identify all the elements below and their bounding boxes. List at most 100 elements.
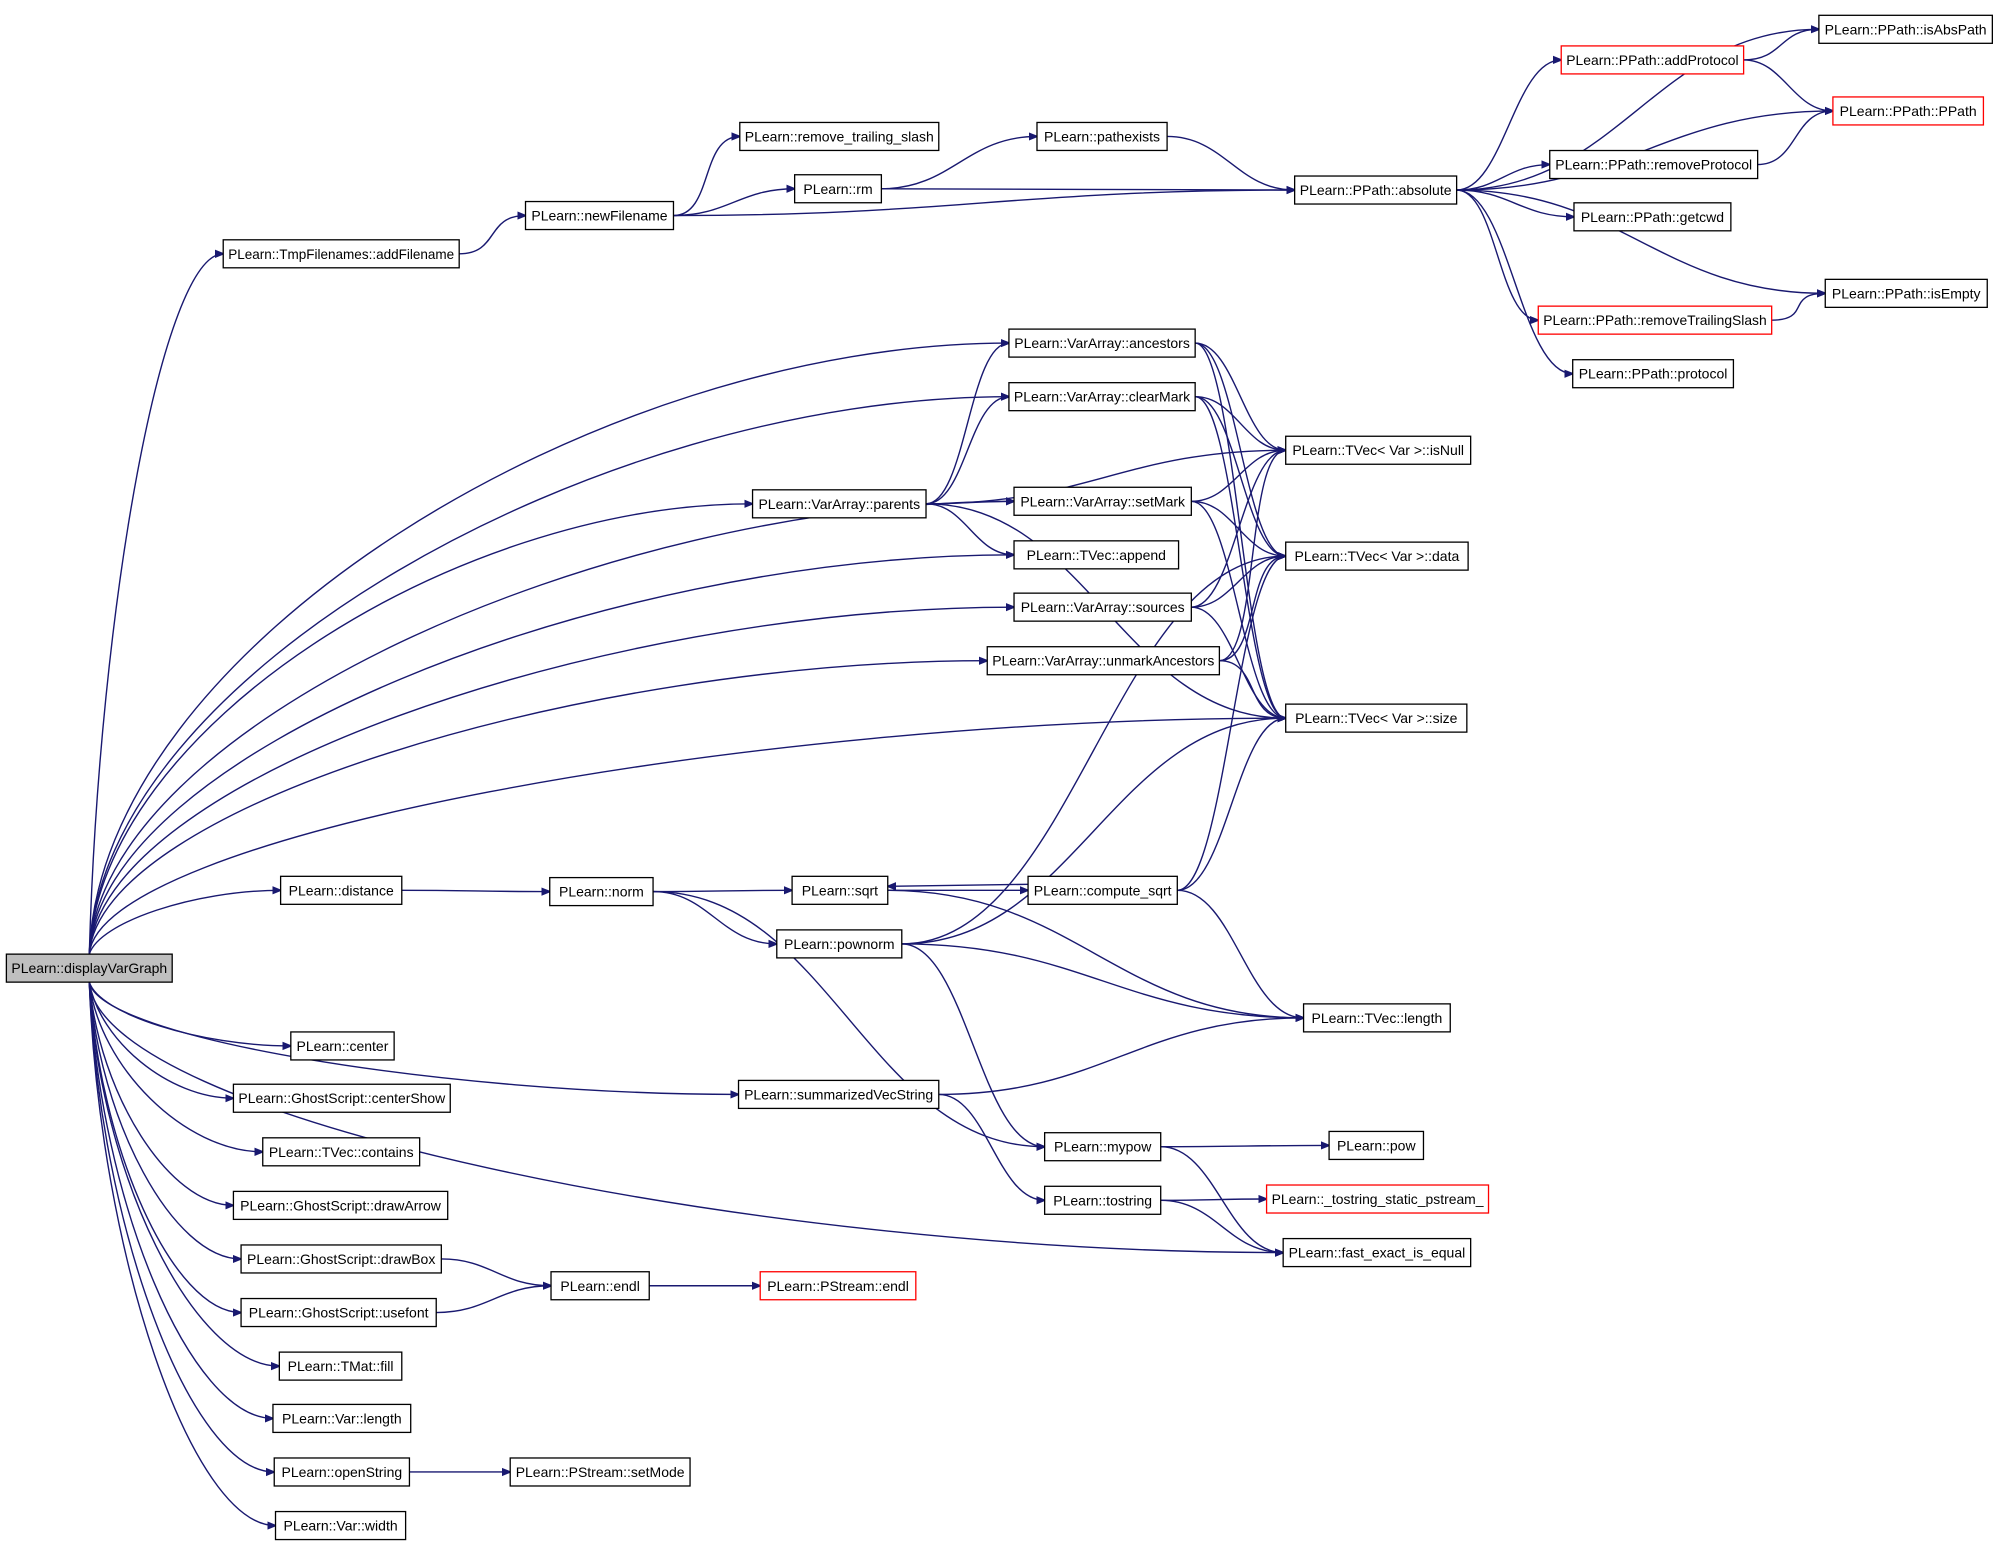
node-openString[interactable]: PLearn::openString (273, 1457, 411, 1487)
edge-clearMark-to-size (1195, 395, 1286, 718)
node-label: PLearn::_tostring_static_pstream_ (1272, 1191, 1484, 1207)
edge-displayVarGraph-to-drawBox (88, 982, 241, 1259)
node-pownorm[interactable]: PLearn::pownorm (776, 929, 903, 959)
node-clearMark[interactable]: PLearn::VarArray::clearMark (1008, 382, 1196, 412)
node-isNull[interactable]: PLearn::TVec< Var >::isNull (1285, 435, 1472, 465)
node-newFilename[interactable]: PLearn::newFilename (524, 200, 675, 231)
edge-absolute-to-isAbsPath (1456, 29, 1819, 191)
node-box (272, 1403, 412, 1434)
node-size[interactable]: PLearn::TVec< Var >::size (1285, 703, 1468, 733)
node-fill[interactable]: PLearn::TMat::fill (278, 1351, 403, 1381)
node-box (222, 239, 460, 269)
node-center[interactable]: PLearn::center (290, 1031, 395, 1061)
node-box (1265, 1184, 1490, 1214)
node-label: PLearn::fast_exact_is_equal (1289, 1245, 1466, 1261)
edge-displayVarGraph-to-parents (88, 504, 752, 955)
node-pow[interactable]: PLearn::pow (1328, 1130, 1425, 1161)
node-label: PLearn::TVec< Var >::size (1295, 710, 1458, 726)
node-tostring[interactable]: PLearn::tostring (1043, 1185, 1162, 1215)
node-removeProtocol[interactable]: PLearn::PPath::removeProtocol (1549, 149, 1759, 180)
node-unmarkAncestors[interactable]: PLearn::VarArray::unmarkAncestors (986, 646, 1221, 676)
edge-absolute-to-protocol (1456, 189, 1573, 374)
node-removeTrailingSlash[interactable]: PLearn::PPath::removeTrailingSlash (1537, 305, 1773, 335)
node-remove_trailing_slash[interactable]: PLearn::remove_trailing_slash (739, 121, 940, 152)
edge-displayVarGraph-to-fast_exact_is_equal (88, 982, 1283, 1252)
node-contains[interactable]: PLearn::TVec::contains (262, 1137, 421, 1167)
node-displayVarGraph[interactable]: PLearn::displayVarGraph (5, 953, 173, 983)
node-box (1285, 541, 1469, 571)
node-setMark[interactable]: PLearn::VarArray::setMark (1013, 486, 1192, 516)
node-setMode[interactable]: PLearn::PStream::setMode (509, 1457, 691, 1487)
node-parents[interactable]: PLearn::VarArray::parents (751, 489, 927, 519)
node-box (262, 1137, 421, 1167)
node-tvec_length[interactable]: PLearn::TVec::length (1302, 1003, 1451, 1033)
edge-compute_sqrt-to-size (1177, 718, 1285, 892)
node-centerShow[interactable]: PLearn::GhostScript::centerShow (232, 1083, 451, 1113)
node-summarizedVecString[interactable]: PLearn::summarizedVecString (737, 1079, 940, 1110)
edge-removeProtocol-to-PPath (1757, 111, 1833, 166)
node-absolute[interactable]: PLearn::PPath::absolute (1293, 175, 1458, 205)
node-endl[interactable]: PLearn::endl (550, 1271, 650, 1301)
node-append[interactable]: PLearn::TVec::append (1013, 540, 1180, 570)
node-drawArrow[interactable]: PLearn::GhostScript::drawArrow (232, 1190, 449, 1221)
edge-unmarkAncestors-to-isNull (1219, 450, 1285, 662)
node-box (793, 174, 883, 204)
node-PPath[interactable]: PLearn::PPath::PPath (1832, 96, 1985, 126)
node-box (1549, 149, 1759, 180)
node-drawBox[interactable]: PLearn::GhostScript::drawBox (240, 1244, 442, 1274)
edge-displayVarGraph-to-var_length (88, 982, 273, 1418)
node-tostring_static[interactable]: PLearn::_tostring_static_pstream_ (1265, 1184, 1490, 1214)
node-compute_sqrt[interactable]: PLearn::compute_sqrt (1027, 875, 1178, 905)
node-pathexists[interactable]: PLearn::pathexists (1036, 121, 1168, 152)
node-width[interactable]: PLearn::Var::width (274, 1510, 407, 1541)
node-fast_exact_is_equal[interactable]: PLearn::fast_exact_is_equal (1282, 1237, 1472, 1268)
node-label: PLearn::PPath::PPath (1840, 103, 1977, 119)
node-box (1013, 486, 1192, 516)
node-isAbsPath[interactable]: PLearn::PPath::isAbsPath (1818, 14, 1993, 44)
edge-displayVarGraph-to-openString (88, 982, 274, 1472)
node-addFilename[interactable]: PLearn::TmpFilenames::addFilename (222, 239, 460, 269)
node-mypow[interactable]: PLearn::mypow (1043, 1132, 1162, 1162)
node-distance[interactable]: PLearn::distance (279, 875, 403, 905)
node-protocol[interactable]: PLearn::PPath::protocol (1572, 359, 1735, 389)
node-box (1043, 1185, 1162, 1215)
edge-parents-to-append (926, 503, 1014, 555)
edge-addProtocol-to-isAbsPath (1743, 29, 1819, 61)
edge-unmarkAncestors-to-data (1219, 556, 1285, 662)
edge-sources-to-isNull (1191, 450, 1285, 608)
node-var_length[interactable]: PLearn::Var::length (272, 1403, 412, 1434)
node-rm[interactable]: PLearn::rm (793, 174, 883, 204)
node-label: PLearn::VarArray::setMark (1020, 493, 1186, 509)
edge-drawBox-to-endl (441, 1258, 551, 1286)
node-data[interactable]: PLearn::TVec< Var >::data (1285, 541, 1469, 571)
node-box (1293, 175, 1458, 205)
node-addProtocol[interactable]: PLearn::PPath::addProtocol (1560, 45, 1745, 75)
node-usefont[interactable]: PLearn::GhostScript::usefont (240, 1297, 437, 1328)
node-label: PLearn::PStream::setMode (516, 1464, 685, 1480)
node-box (524, 200, 675, 231)
edge-newFilename-to-rm (673, 189, 794, 217)
node-pstream_endl[interactable]: PLearn::PStream::endl (759, 1271, 917, 1301)
node-label: PLearn::VarArray::clearMark (1014, 389, 1191, 405)
node-sqrt[interactable]: PLearn::sqrt (791, 875, 889, 905)
node-label: PLearn::displayVarGraph (11, 960, 167, 976)
node-label: PLearn::Var::length (282, 1410, 402, 1426)
edge-addFilename-to-newFilename (459, 216, 525, 255)
node-norm[interactable]: PLearn::norm (549, 876, 654, 907)
node-label: PLearn::PStream::endl (767, 1278, 909, 1294)
node-box (5, 953, 173, 983)
node-getcwd[interactable]: PLearn::PPath::getcwd (1573, 202, 1732, 232)
node-label: PLearn::sqrt (802, 882, 878, 898)
edge-displayVarGraph-to-contains (88, 982, 262, 1152)
node-label: PLearn::TVec::append (1027, 547, 1166, 563)
node-sources[interactable]: PLearn::VarArray::sources (1013, 592, 1192, 622)
edge-rm-to-pathexists (881, 136, 1037, 190)
node-label: PLearn::mypow (1054, 1139, 1152, 1155)
node-isEmpty[interactable]: PLearn::PPath::isEmpty (1824, 278, 1988, 309)
node-ancestors[interactable]: PLearn::VarArray::ancestors (1008, 328, 1196, 358)
node-box (1008, 382, 1196, 412)
edge-pownorm-to-data (901, 556, 1286, 945)
edge-usefont-to-endl (436, 1286, 551, 1314)
edge-displayVarGraph-to-size (88, 718, 1285, 955)
node-label: PLearn::pow (1337, 1137, 1416, 1153)
